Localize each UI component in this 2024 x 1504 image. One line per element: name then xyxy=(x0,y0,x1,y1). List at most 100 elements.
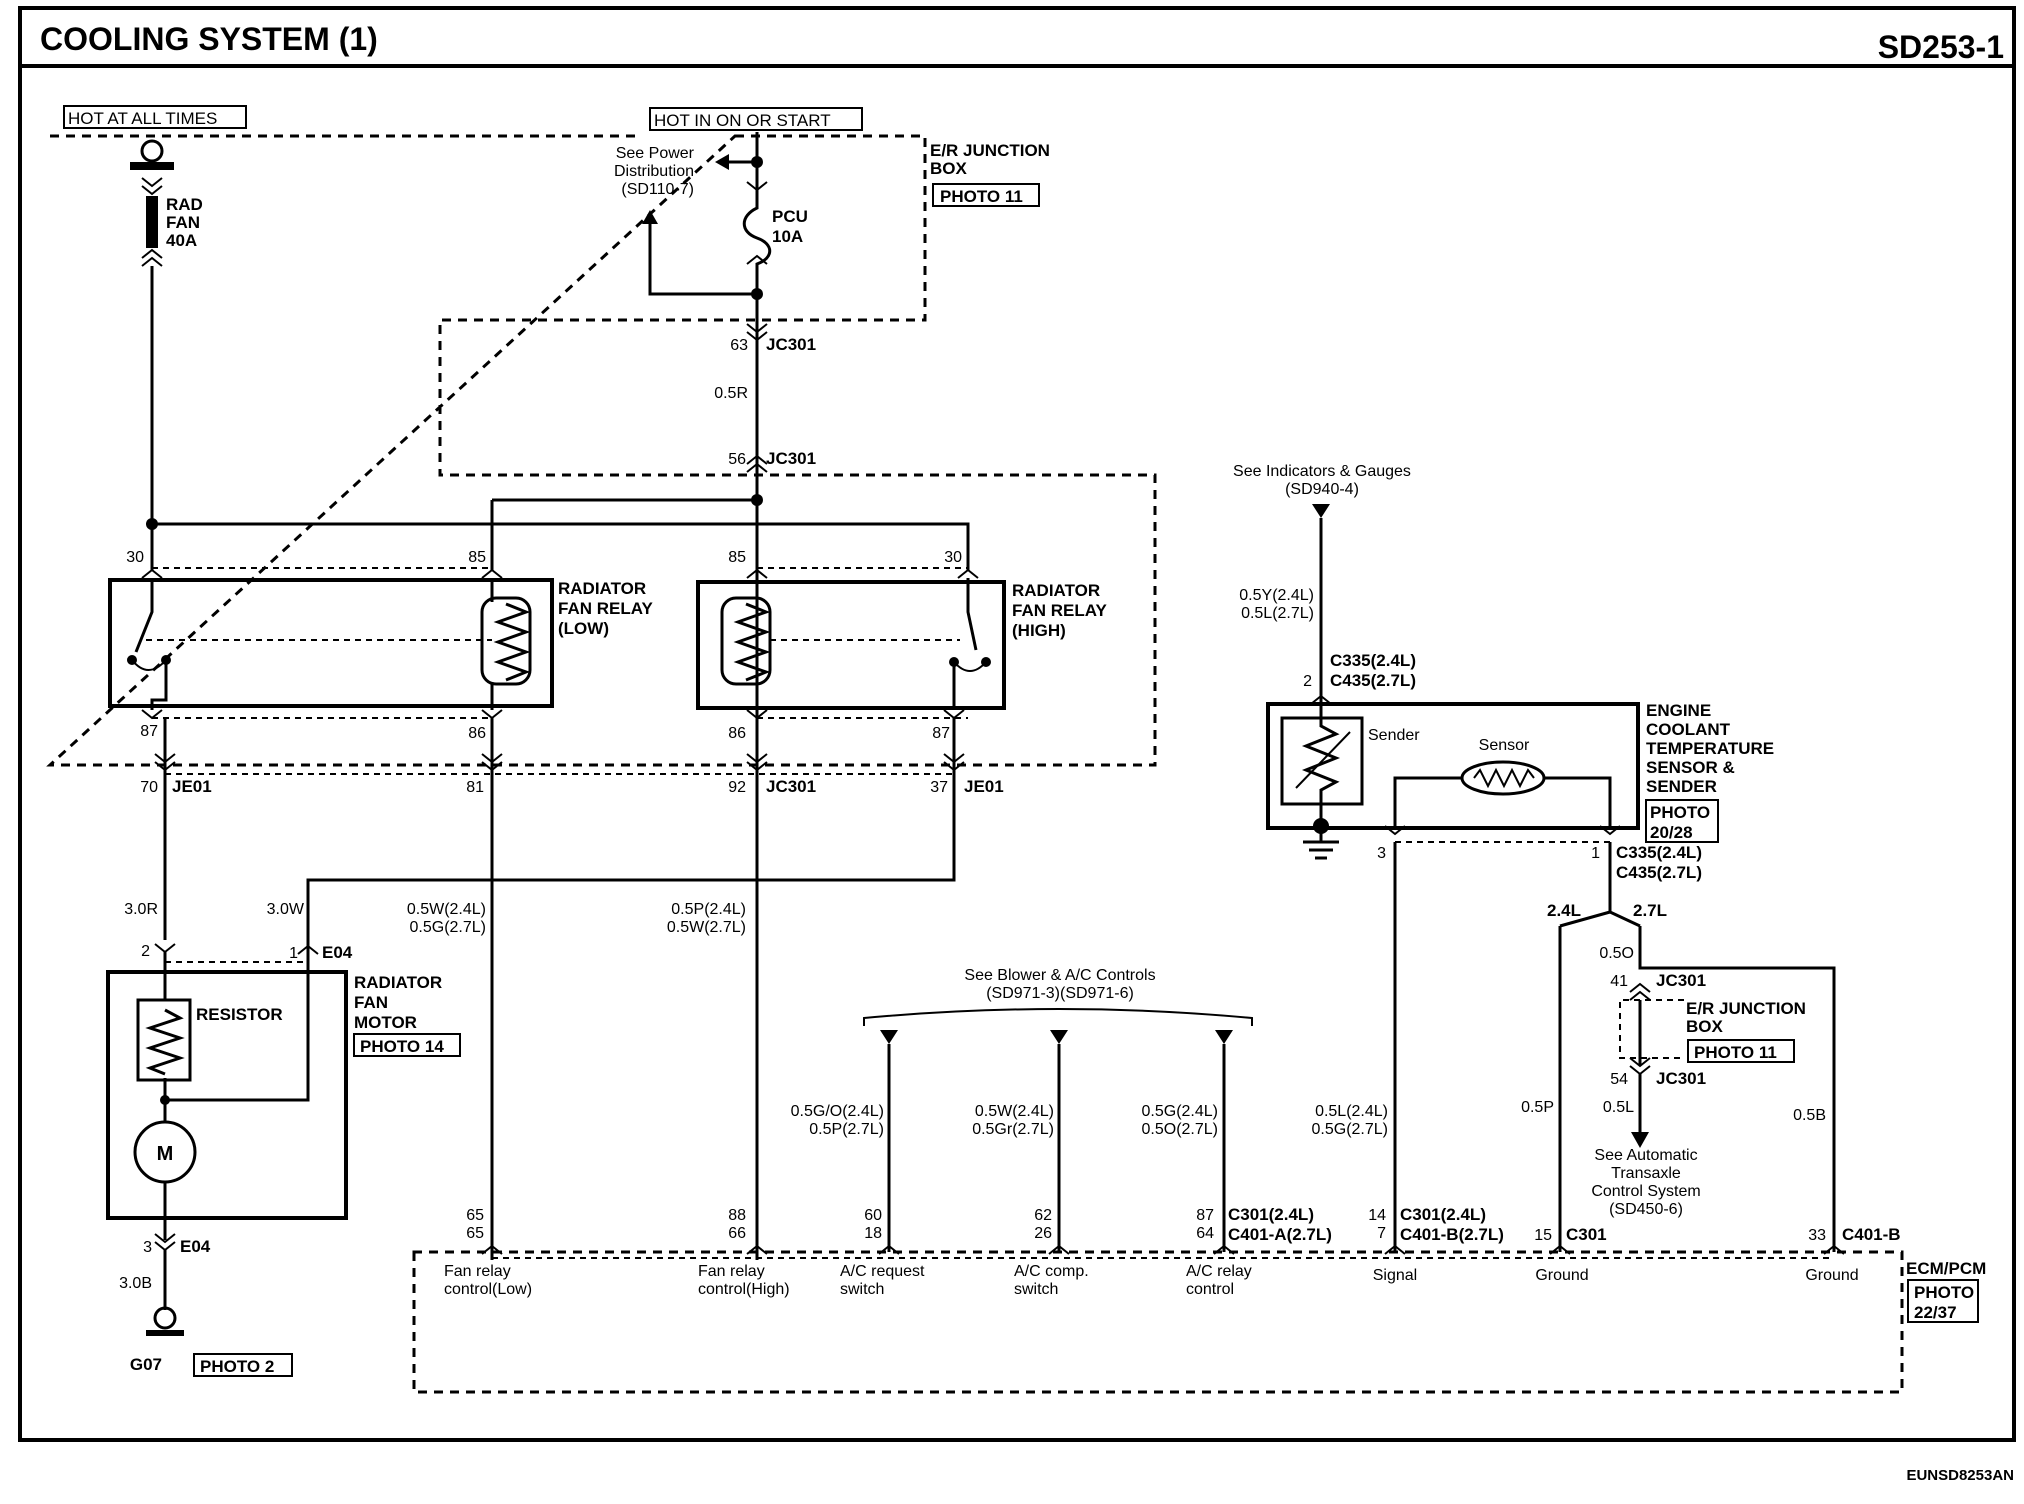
pin-85-high: 85 xyxy=(728,549,746,566)
pin-70: 70 xyxy=(140,779,158,796)
conn-c301-87-1: C301(2.4L) xyxy=(1228,1205,1314,1224)
ecm-ground-2: Ground xyxy=(1805,1267,1858,1284)
ground-symbol-icon xyxy=(1303,826,1339,860)
chevron-icon xyxy=(481,568,503,579)
conn-c335-top-1: C335(2.4L) xyxy=(1330,651,1416,670)
sensor-thermistor-icon xyxy=(1460,760,1546,796)
pcu-fuse-2: 10A xyxy=(772,227,803,246)
ecm-pin-65: 65 xyxy=(466,1207,484,1224)
transaxle-arrow-icon xyxy=(1631,1132,1649,1148)
sender-thermistor-icon xyxy=(1301,704,1341,830)
transaxle-ref-2: Transaxle xyxy=(1611,1165,1681,1182)
chevron-icon xyxy=(1599,825,1621,836)
wire-comp-1: 0.5W(2.4L) xyxy=(975,1103,1054,1120)
hot-at-all-times-label: HOT AT ALL TIMES xyxy=(68,109,217,128)
chevron-icon xyxy=(141,177,163,196)
conn-e04-bot: E04 xyxy=(180,1237,211,1256)
chevron-icon xyxy=(943,753,965,772)
chevron-icon xyxy=(746,1244,768,1255)
ecm-photo-tag xyxy=(1907,1279,1979,1323)
conn-jc301-41: JC301 xyxy=(1656,971,1706,990)
ecm-pin-18: 18 xyxy=(864,1225,882,1242)
ecm-photo-2: 22/37 xyxy=(1914,1303,1957,1322)
motor-label: M xyxy=(157,1143,174,1165)
chevron-icon xyxy=(154,943,176,954)
pin-56: 56 xyxy=(728,451,746,468)
pin-3-motor: 3 xyxy=(143,1239,152,1256)
ecm-pin-60: 60 xyxy=(864,1207,882,1224)
ecm-ac-comp-1: A/C comp. xyxy=(1014,1263,1089,1280)
conn-c301-87-2: C401-A(2.7L) xyxy=(1228,1225,1332,1244)
ecm-title: ECM/PCM xyxy=(1906,1259,1986,1278)
chevron-icon xyxy=(746,709,768,720)
ecm-pin-15: 15 xyxy=(1534,1227,1552,1244)
wire-30b: 3.0B xyxy=(119,1275,152,1292)
relay-low-coil-icon xyxy=(480,596,532,686)
wire-relay-low-87-in xyxy=(150,660,168,710)
ecm-pin-87: 87 xyxy=(1196,1207,1214,1224)
coolant-title-3: TEMPERATURE xyxy=(1646,739,1774,758)
wire-05p: 0.5P xyxy=(1521,1099,1554,1116)
power-dist-ref-3: (SD110-7) xyxy=(621,181,694,198)
hot-at-all-times-tag xyxy=(63,105,247,129)
blower-ref-bracket xyxy=(863,1008,1253,1026)
ecm-ac-relay-1: A/C relay xyxy=(1186,1263,1252,1280)
ground-photo-tag xyxy=(193,1353,293,1377)
er-box-small-outline xyxy=(1619,999,1684,1059)
variant-24l: 2.4L xyxy=(1547,901,1581,920)
conn-c335-top-2: C435(2.7L) xyxy=(1330,671,1416,690)
pin-86-low: 86 xyxy=(468,725,486,742)
ac-arrow-icon xyxy=(1050,1030,1068,1044)
relay-high-contact-arc xyxy=(953,661,987,672)
pcu-fuse-1: PCU xyxy=(772,207,808,226)
sender-label: Sender xyxy=(1368,727,1420,744)
conn-je01-70: JE01 xyxy=(172,777,212,796)
indicators-arrow-icon xyxy=(1312,504,1330,518)
rad-fan-fuse-1: RAD xyxy=(166,195,203,214)
conn-jc301-56: JC301 xyxy=(766,449,816,468)
ecm-pin-62: 62 xyxy=(1034,1207,1052,1224)
diagram-frame xyxy=(18,6,2016,1442)
chevron-icon xyxy=(141,568,163,579)
relay-low-box xyxy=(108,578,554,708)
relay-low-switch-icon xyxy=(134,578,154,653)
conn-c301-14-1: C301(2.4L) xyxy=(1400,1205,1486,1224)
chevron-icon xyxy=(1048,1244,1070,1255)
er-junction-title-2: BOX xyxy=(930,159,968,178)
wire-ground-27l xyxy=(1638,926,1836,1252)
chevron-icon xyxy=(1549,1244,1571,1255)
ground-id: G07 xyxy=(130,1355,162,1374)
hot-in-on-label: HOT IN ON OR START xyxy=(654,111,831,130)
splice-dot xyxy=(751,288,763,300)
blower-ref-1: See Blower & A/C Controls xyxy=(964,967,1155,984)
ecm-ac-relay-2: control xyxy=(1186,1281,1234,1298)
power-dist-arrow-icon xyxy=(715,154,729,170)
pin-30-low: 30 xyxy=(126,549,144,566)
ecm-fan-low-1: Fan relay xyxy=(444,1263,511,1280)
ecm-outline xyxy=(412,1250,1904,1394)
fan-motor-box xyxy=(106,970,348,1220)
power-dist-ref-2: Distribution xyxy=(614,163,694,180)
pin-1-sensor: 1 xyxy=(1591,845,1600,862)
resistor-label: RESISTOR xyxy=(196,1005,283,1024)
fusible-link-icon xyxy=(146,196,158,248)
wire-05o: 0.5O xyxy=(1599,945,1634,962)
wire-signal-2: 0.5G(2.7L) xyxy=(1312,1121,1388,1138)
sender-arrow-icon xyxy=(1295,731,1351,789)
wire-req-2: 0.5P(2.7L) xyxy=(809,1121,884,1138)
wire-relay-2: 0.5O(2.7L) xyxy=(1142,1121,1218,1138)
er-junction-photo: PHOTO 11 xyxy=(940,187,1023,206)
chevron-icon xyxy=(1629,982,1651,1001)
wire-low-1: 0.5W(2.4L) xyxy=(407,901,486,918)
pin-1-motor: 1 xyxy=(289,945,298,962)
chevron-icon xyxy=(481,1244,503,1255)
rad-fan-fuse-2: FAN xyxy=(166,213,200,232)
power-dist-up-arrow-icon xyxy=(642,210,658,224)
er-junction-photo-tag xyxy=(932,183,1040,207)
conn-je01-37: JE01 xyxy=(964,777,1004,796)
conn-c401b-33: C401-B xyxy=(1842,1225,1901,1244)
wire-comp-2: 0.5Gr(2.7L) xyxy=(972,1121,1054,1138)
ecm-pin-65b: 65 xyxy=(466,1225,484,1242)
coolant-title-2: COOLANT xyxy=(1646,720,1731,739)
ground-eyelet-icon xyxy=(153,1306,177,1330)
